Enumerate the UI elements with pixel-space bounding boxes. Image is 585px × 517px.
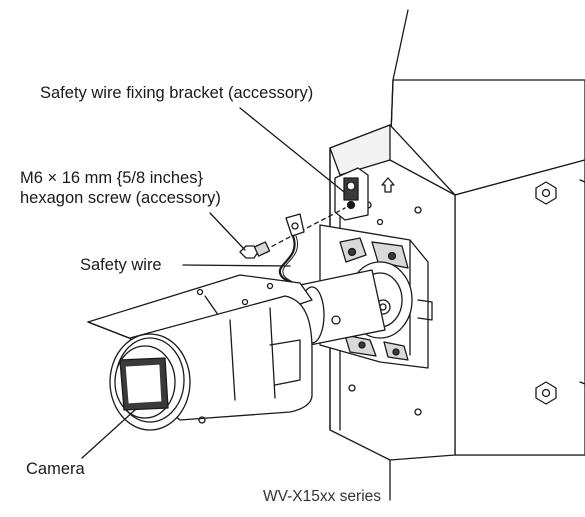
- leader-safety-wire: [182, 264, 291, 267]
- up-arrow-icon: [381, 177, 395, 193]
- box-hole-3: [348, 384, 356, 392]
- pole-bolt-upper: [535, 181, 557, 205]
- pole-edge-mark-upper: [579, 179, 585, 183]
- leader-bracket: [239, 107, 345, 193]
- camera-body: [87, 274, 313, 431]
- label-screw-line1: M6 × 16 mm {5/8 inches}: [20, 169, 203, 187]
- label-bracket: Safety wire fixing bracket (accessory): [40, 84, 314, 102]
- screw-insertion-guide: [264, 207, 346, 251]
- pole-bolt-lower: [535, 381, 557, 405]
- box-hole-5: [376, 218, 384, 226]
- leader-camera: [81, 409, 136, 459]
- label-screw-line2: hexagon screw (accessory): [20, 189, 221, 207]
- safety-wire-fixing-bracket: [334, 167, 369, 221]
- camera-arm: [299, 261, 413, 346]
- safety-wire-tab: [285, 213, 305, 237]
- pole-edge-mark-lower: [579, 381, 585, 385]
- label-safety-wire: Safety wire: [80, 256, 162, 274]
- caption: WV-X15xx series: [263, 488, 382, 505]
- box-hole-2: [414, 206, 422, 214]
- label-camera: Camera: [26, 460, 85, 478]
- box-hole-4: [414, 408, 422, 416]
- leader-screw: [209, 212, 246, 251]
